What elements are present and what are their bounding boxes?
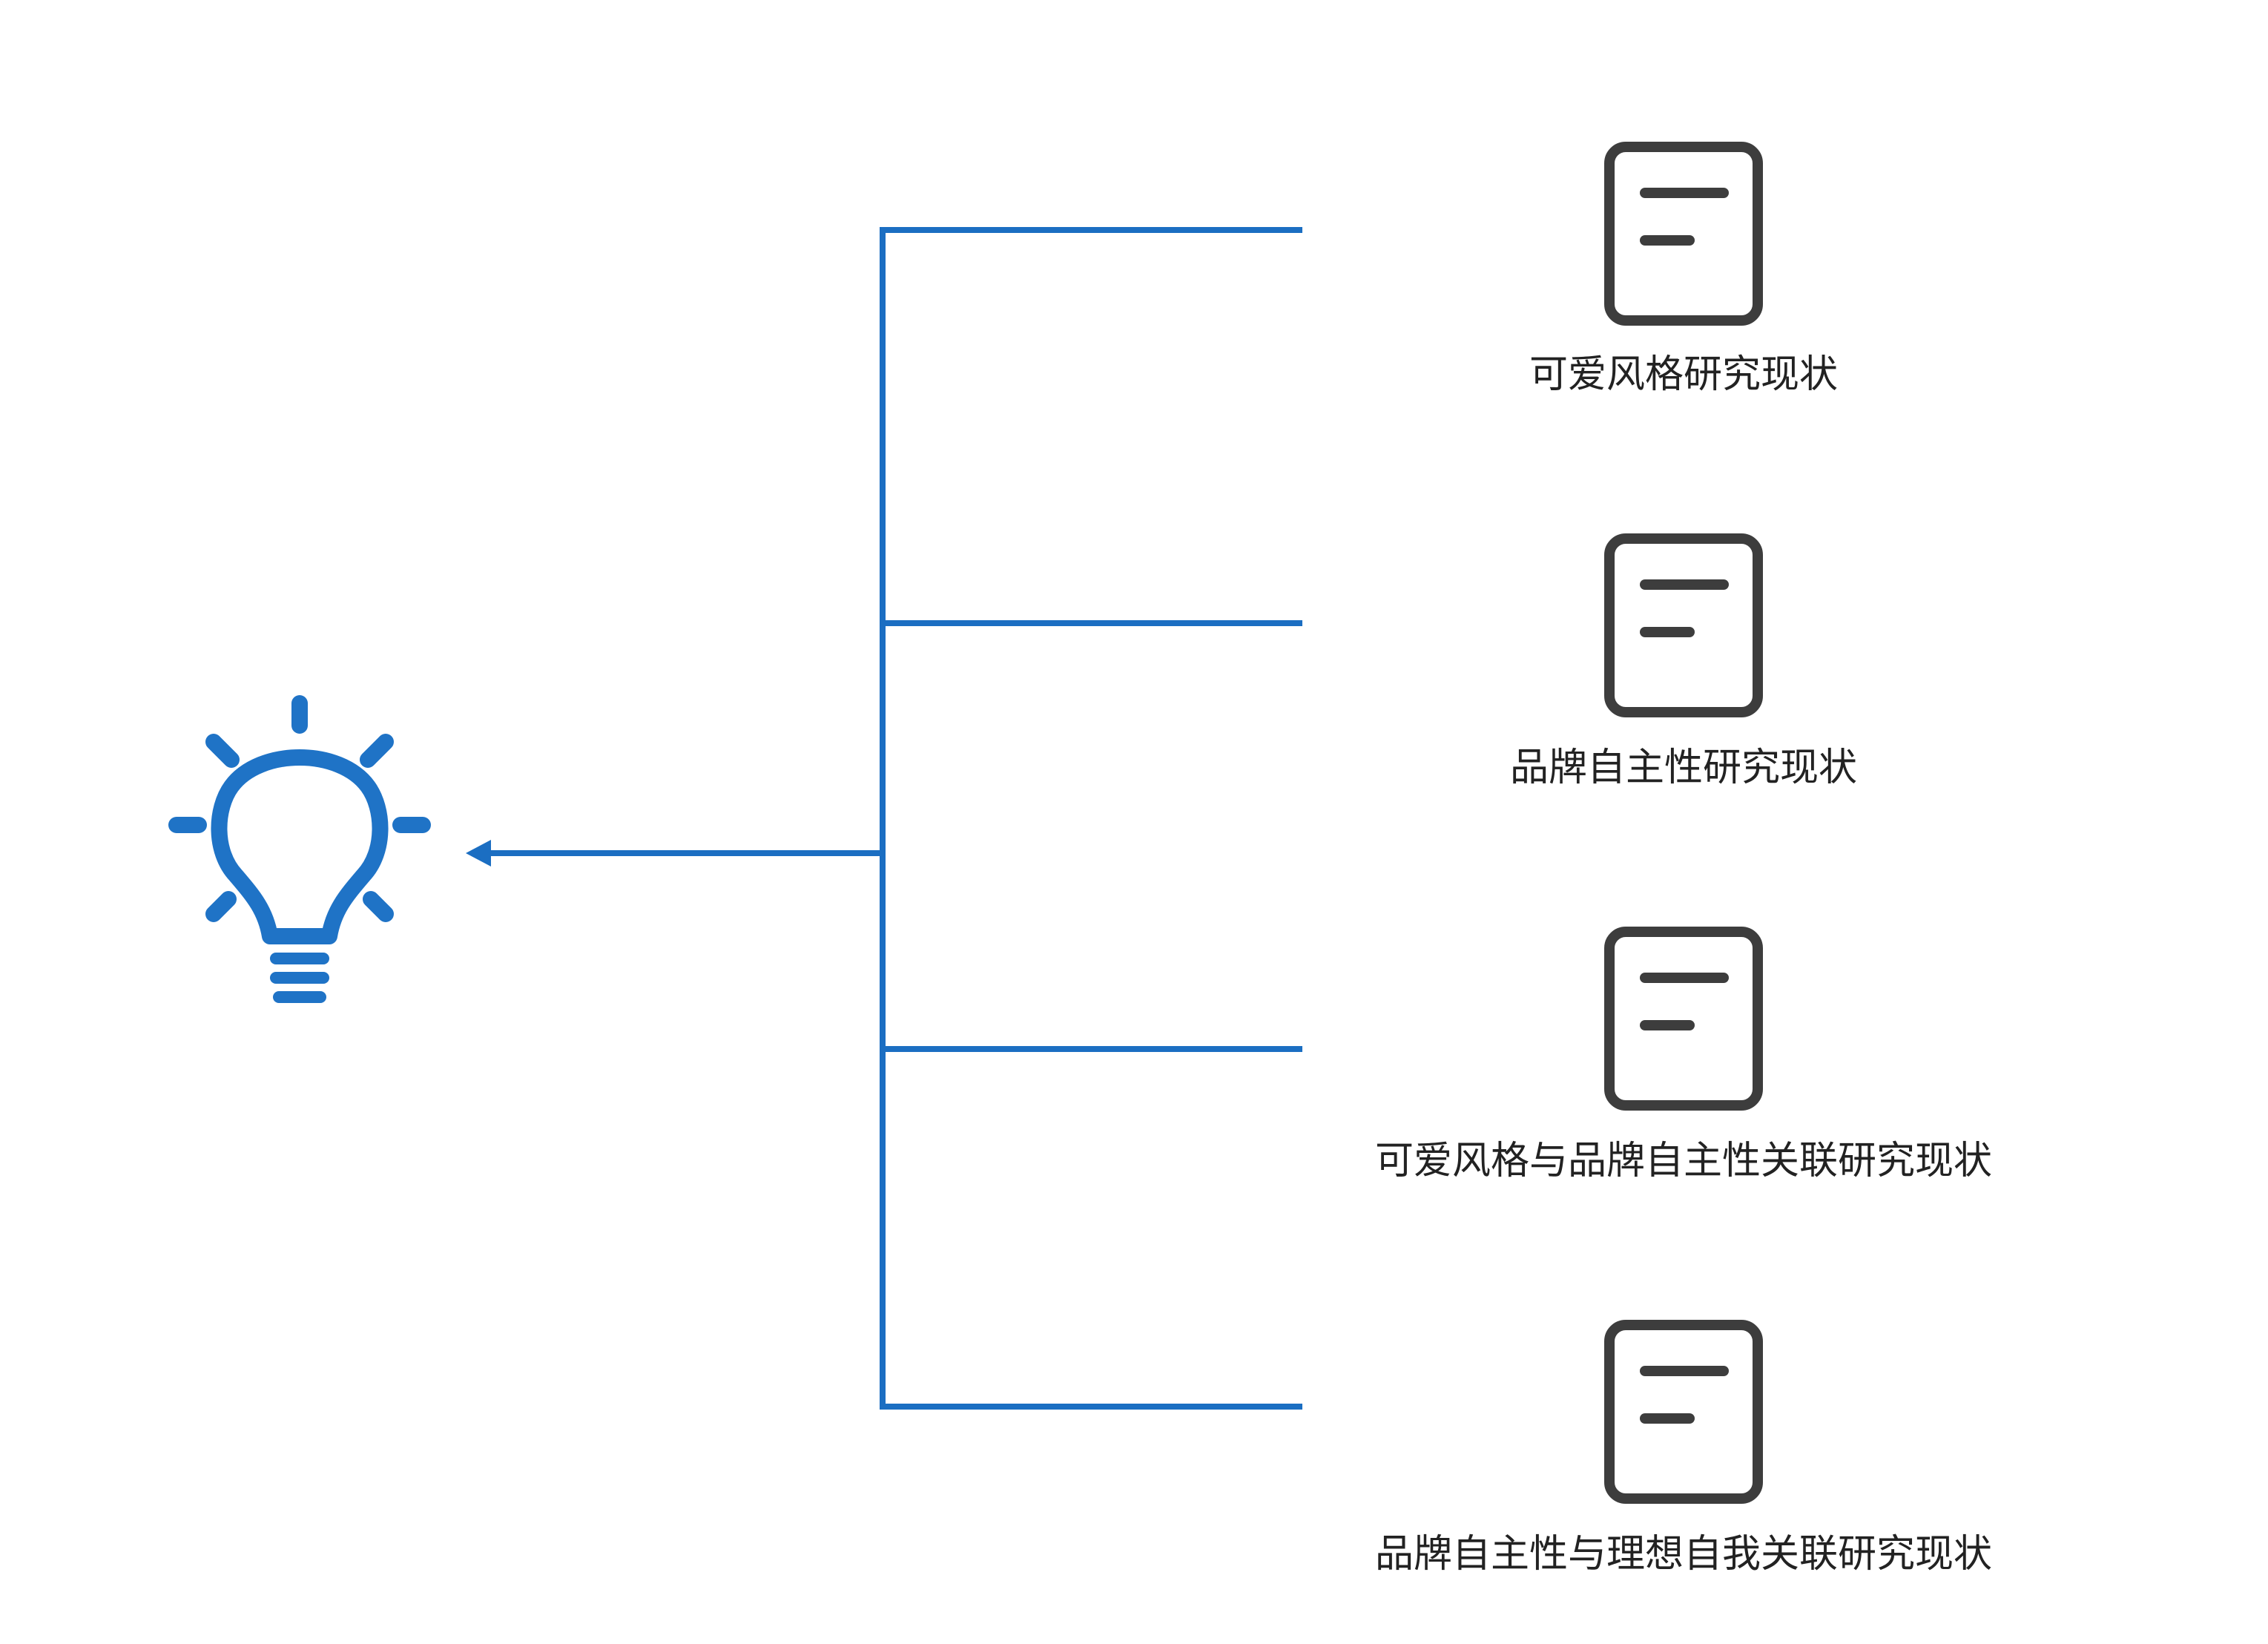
arrowhead xyxy=(466,840,491,867)
item-label: 可爱风格研究现状 xyxy=(1529,352,1838,397)
connector-tree xyxy=(489,227,1302,1410)
document-icon xyxy=(1604,142,1763,326)
item-label: 品牌自主性与理想自我关联研究现状 xyxy=(1375,1532,1992,1576)
document-icon xyxy=(1604,533,1763,717)
item-3: 可爱风格与品牌自主性关联研究现状 xyxy=(1375,927,1992,1183)
document-icon xyxy=(1604,927,1763,1111)
document-icon xyxy=(1604,1320,1763,1504)
item-label: 可爱风格与品牌自主性关联研究现状 xyxy=(1375,1139,1992,1183)
item-1: 可爱风格研究现状 xyxy=(1529,142,1838,397)
item-2: 品牌自主性研究现状 xyxy=(1510,533,1857,790)
lightbulb-icon xyxy=(168,695,431,1003)
item-label: 品牌自主性研究现状 xyxy=(1510,746,1857,790)
item-4: 品牌自主性与理想自我关联研究现状 xyxy=(1375,1320,1992,1576)
